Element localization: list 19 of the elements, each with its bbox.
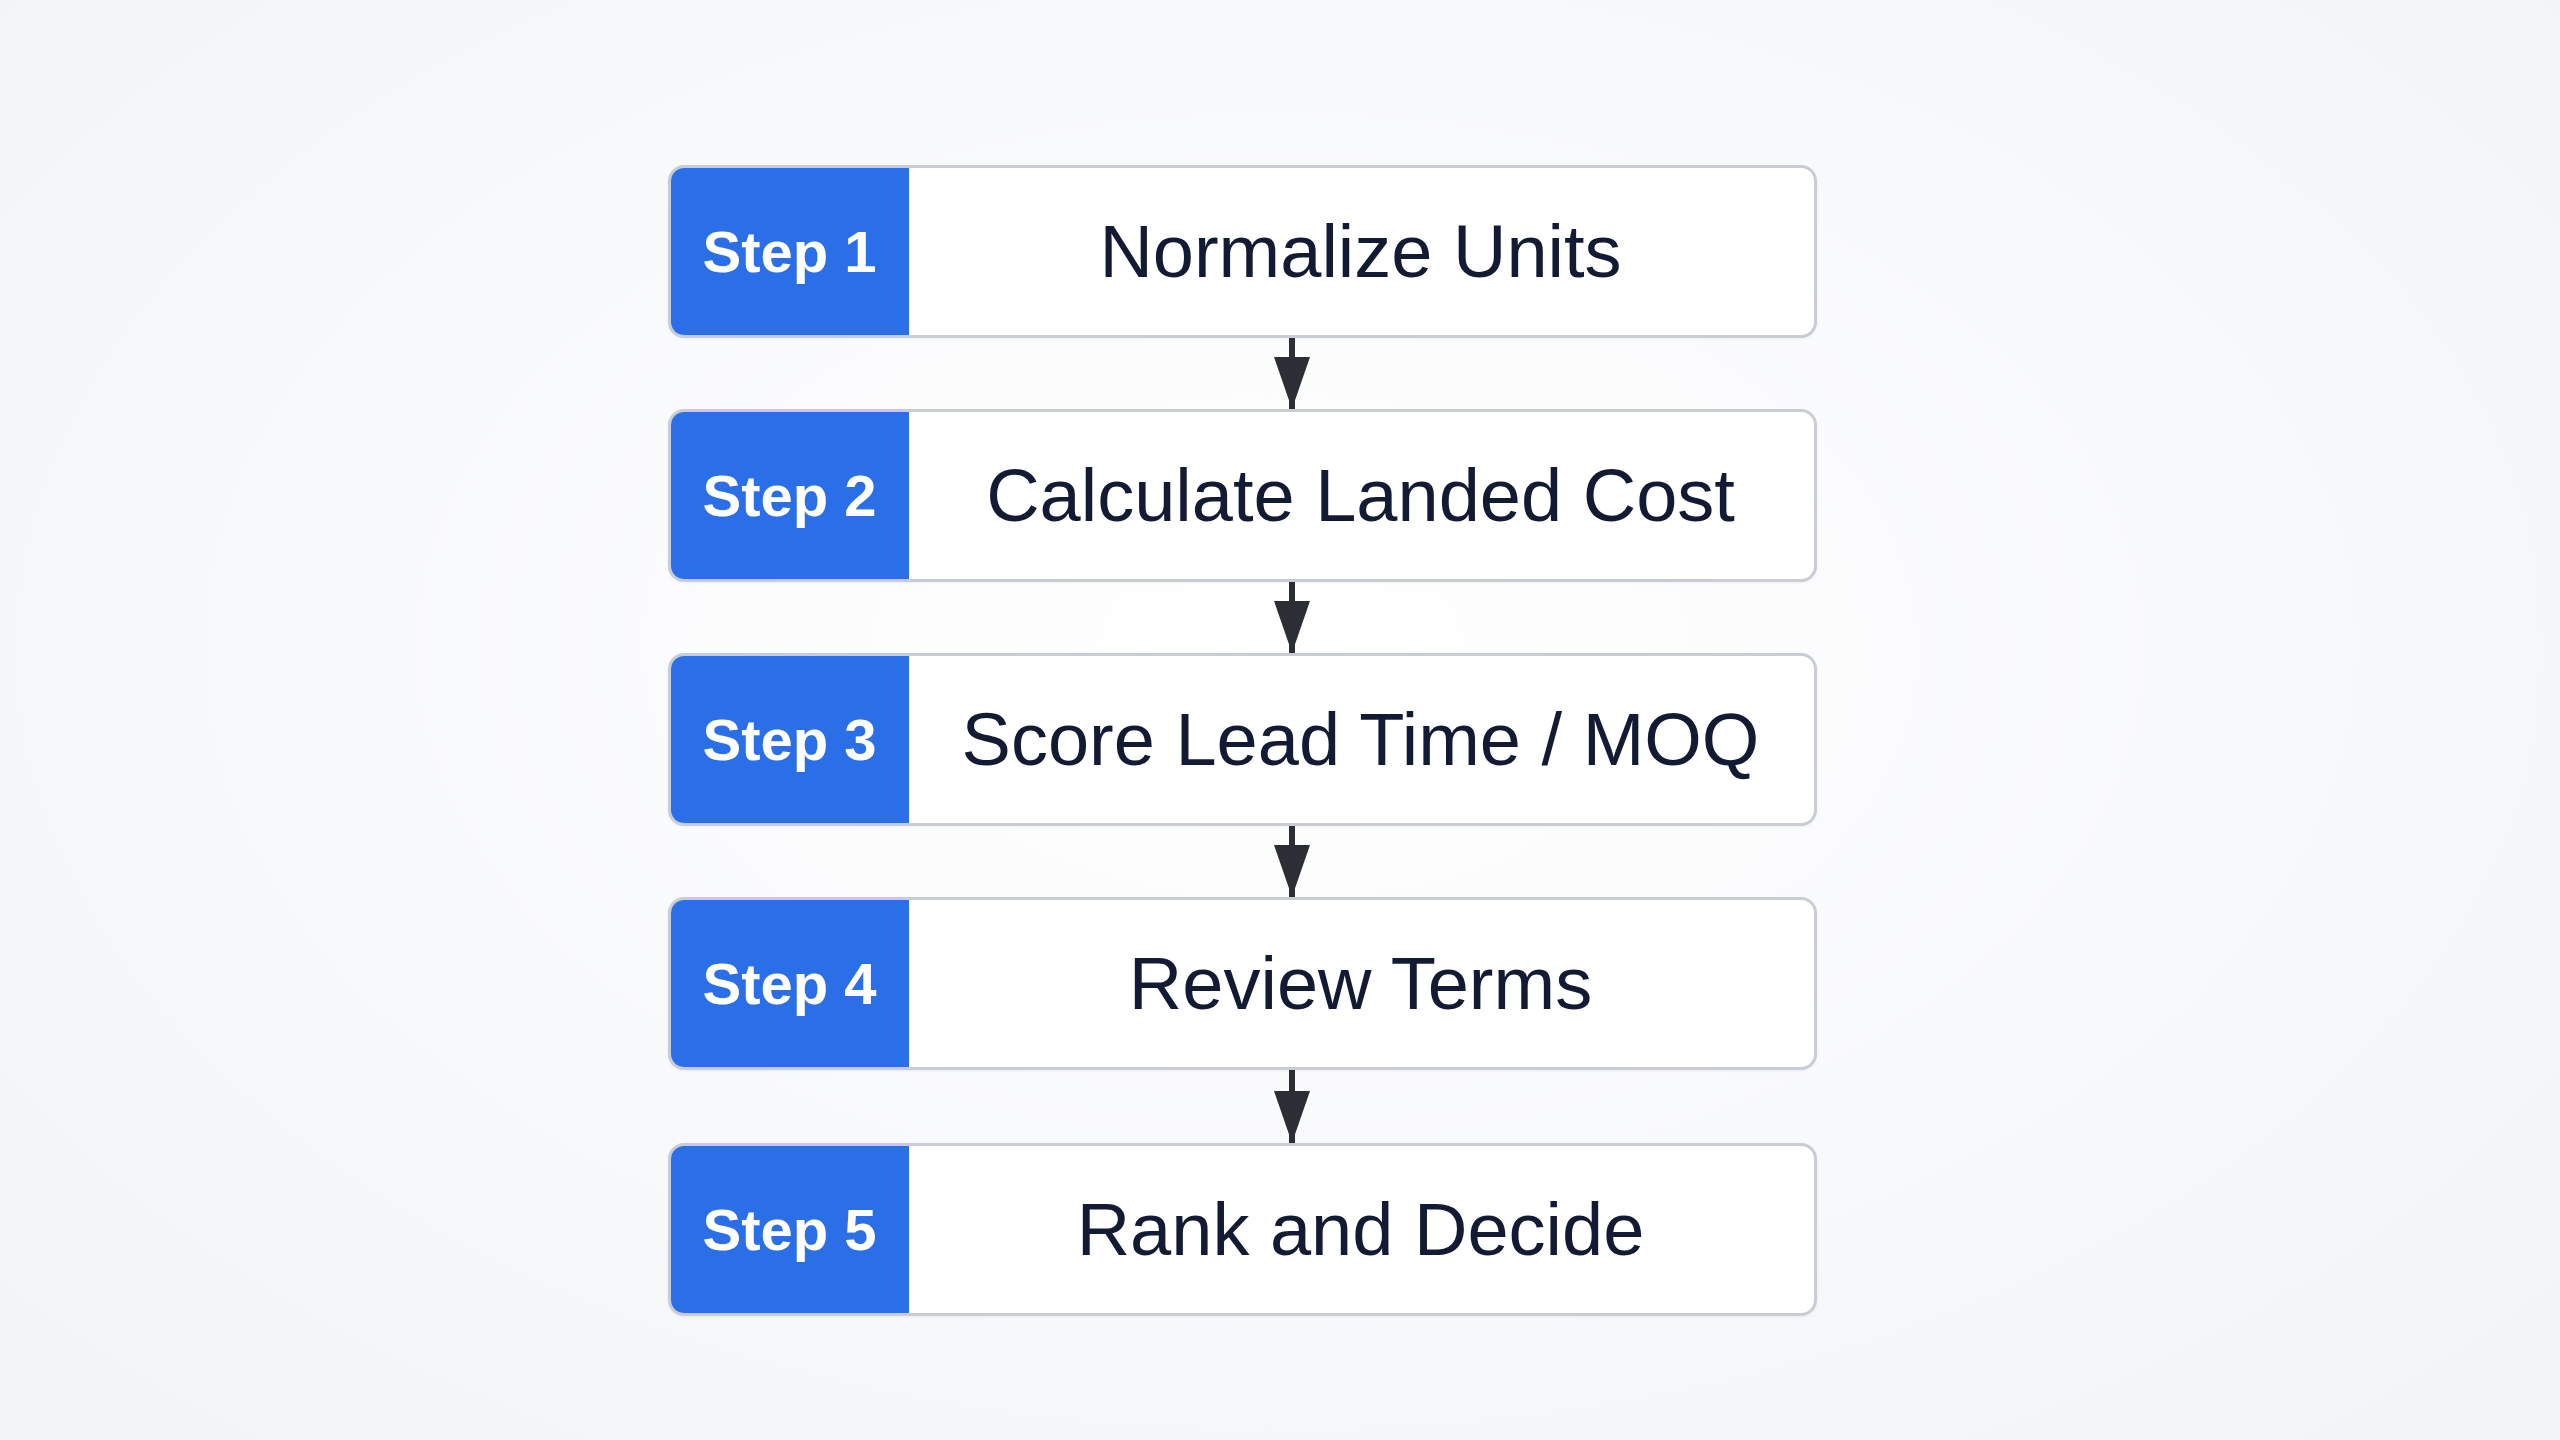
step-title: Calculate Landed Cost — [986, 453, 1735, 538]
arrow — [1274, 826, 1310, 897]
arrow — [1274, 338, 1310, 409]
step-title: Score Lead Time / MOQ — [961, 697, 1760, 782]
step-title: Review Terms — [1128, 941, 1593, 1026]
step-tab: Step 3 — [671, 656, 909, 823]
step-box — [668, 1143, 1817, 1316]
step-box — [668, 165, 1817, 338]
step-title: Rank and Decide — [1076, 1187, 1645, 1272]
step-tab: Step 2 — [671, 412, 909, 579]
step-box — [668, 897, 1817, 1070]
step-box — [668, 653, 1817, 826]
step-tab: Step 4 — [671, 900, 909, 1067]
step-tab: Step 5 — [671, 1146, 909, 1313]
step-title: Normalize Units — [1099, 209, 1622, 294]
step-box — [668, 409, 1817, 582]
step-tab: Step 1 — [671, 168, 909, 335]
arrow — [1274, 1070, 1310, 1143]
arrow — [1274, 582, 1310, 653]
